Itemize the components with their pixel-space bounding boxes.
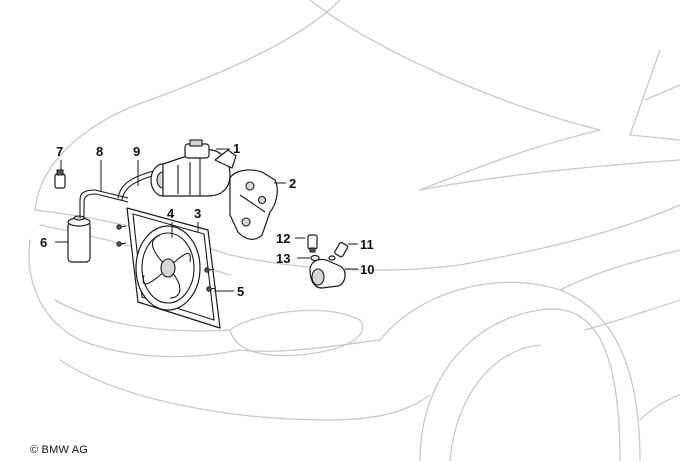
part-13-o-ring [310, 254, 336, 262]
callout-12: 12 [276, 231, 290, 246]
callout-3: 3 [194, 206, 201, 221]
callout-7: 7 [56, 144, 63, 159]
leader-lines [55, 148, 358, 292]
callout-2: 2 [289, 176, 296, 191]
part-12-switch [307, 234, 318, 253]
callout-13: 13 [276, 251, 290, 266]
callout-4: 4 [167, 206, 175, 221]
callout-11: 11 [360, 237, 374, 252]
callout-1: 1 [233, 141, 240, 156]
car-body-outline [28, 0, 680, 461]
copyright-notice: © BMW AG [30, 444, 88, 456]
callout-8: 8 [96, 144, 103, 159]
refrigerant-lines [79, 164, 181, 218]
part-2-bracket [229, 169, 278, 240]
callout-10: 10 [360, 262, 374, 277]
part-5-screws [116, 224, 217, 292]
part-6-receiver-dryer [67, 215, 91, 263]
part-10-fitting [309, 258, 346, 289]
part-7-valve [54, 169, 66, 189]
callout-6: 6 [40, 235, 47, 250]
part-1-compressor [150, 139, 237, 197]
callout-9: 9 [133, 144, 140, 159]
callout-5: 5 [237, 284, 244, 299]
part-11-sensor [334, 241, 349, 258]
part-4-fan [135, 225, 201, 311]
callout-labels: 1 2 3 4 5 6 7 8 9 10 11 12 13 [40, 141, 374, 299]
